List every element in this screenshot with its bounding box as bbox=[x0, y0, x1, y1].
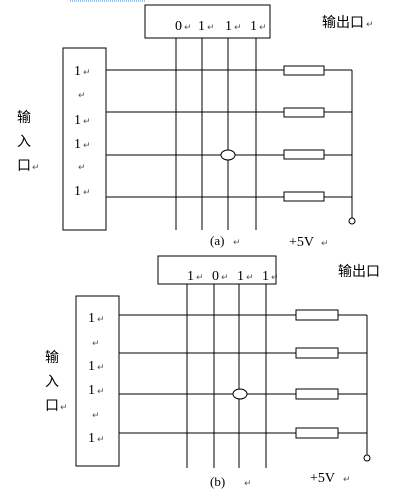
output-bit-b-1: 1 bbox=[187, 269, 194, 284]
output-bit-a-1: 0 bbox=[175, 19, 182, 34]
caption-a: (a) bbox=[210, 233, 224, 248]
output-port-label-a: 输出口 bbox=[322, 15, 364, 31]
resistor-a-2 bbox=[283, 107, 325, 118]
input-bit-a-3: 1 bbox=[74, 113, 81, 128]
output-port-box-a bbox=[144, 4, 271, 39]
input-port-label-a-2: 入 bbox=[17, 134, 31, 150]
output-port-label-b: 输出口 bbox=[338, 264, 380, 280]
input-bit-a-6: 1 bbox=[74, 184, 81, 199]
svg-text:↵: ↵ bbox=[246, 273, 254, 283]
input-port-label-b-3: 口 bbox=[45, 398, 59, 414]
svg-text:↵: ↵ bbox=[97, 387, 105, 397]
svg-text:↵: ↵ bbox=[321, 239, 329, 249]
svg-text:↵: ↵ bbox=[83, 188, 91, 198]
svg-text:↵: ↵ bbox=[343, 475, 351, 485]
input-bit-a-4: 1 bbox=[74, 137, 81, 152]
output-bit-a-4: 1 bbox=[250, 19, 257, 34]
supply-label-a: +5V bbox=[289, 235, 314, 250]
input-port-label-b-2: 入 bbox=[45, 374, 59, 390]
resistor-a-3 bbox=[283, 149, 325, 160]
supply-terminal-b bbox=[363, 454, 371, 462]
svg-text:↵: ↵ bbox=[259, 23, 267, 33]
svg-text:↵: ↵ bbox=[60, 403, 68, 413]
pressed-key-marker-a bbox=[220, 149, 236, 161]
svg-text:↵: ↵ bbox=[221, 273, 229, 283]
output-bit-b-3: 1 bbox=[237, 269, 244, 284]
supply-terminal-a bbox=[348, 217, 356, 225]
input-port-label-b-1: 输 bbox=[45, 350, 59, 366]
output-bit-a-3: 1 bbox=[225, 19, 232, 34]
svg-text:↵: ↵ bbox=[97, 435, 105, 445]
resistor-a-4 bbox=[283, 191, 325, 202]
svg-text:↵: ↵ bbox=[184, 23, 192, 33]
svg-text:↵: ↵ bbox=[78, 91, 86, 101]
caption-b: (b) bbox=[210, 474, 225, 489]
svg-text:↵: ↵ bbox=[32, 163, 40, 173]
diagram-b: 1 0 1 1 ↵ ↵ ↵ ↵ 输出口 1 1 1 1 ↵ ↵ ↵ ↵ ↵ ↵ 输 入 口… bbox=[45, 255, 380, 489]
input-port-box-a bbox=[62, 47, 107, 231]
svg-text:↵: ↵ bbox=[244, 479, 252, 489]
resistor-b-2 bbox=[295, 347, 339, 359]
svg-text:↵: ↵ bbox=[207, 23, 215, 33]
input-bit-b-6: 1 bbox=[88, 431, 95, 446]
output-bit-b-4: 1 bbox=[262, 269, 269, 284]
svg-text:↵: ↵ bbox=[97, 315, 105, 325]
resistor-b-1 bbox=[295, 309, 339, 321]
output-bit-a-2: 1 bbox=[198, 19, 205, 34]
svg-text:↵: ↵ bbox=[196, 273, 204, 283]
svg-text:↵: ↵ bbox=[271, 273, 279, 283]
input-bit-b-3: 1 bbox=[88, 359, 95, 374]
svg-text:↵: ↵ bbox=[92, 411, 100, 421]
input-bit-b-1: 1 bbox=[88, 311, 95, 326]
diagram-a: 0 1 1 1 ↵ ↵ ↵ ↵ 输出口 ↵ 1 1 1 1 ↵ ↵ ↵ ↵ ↵ ↵ 输 入… bbox=[17, 4, 374, 250]
supply-label-b: +5V bbox=[310, 471, 335, 486]
svg-text:↵: ↵ bbox=[97, 363, 105, 373]
svg-text:↵: ↵ bbox=[83, 141, 91, 151]
svg-text:↵: ↵ bbox=[78, 163, 86, 173]
resistor-b-3 bbox=[295, 388, 339, 400]
resistor-a-1 bbox=[283, 65, 325, 76]
input-port-label-a-3: 口 bbox=[17, 158, 31, 174]
input-port-box-b bbox=[75, 295, 120, 467]
input-bit-a-1: 1 bbox=[74, 64, 81, 79]
resistor-b-4 bbox=[295, 427, 339, 439]
svg-text:↵: ↵ bbox=[83, 68, 91, 78]
pressed-key-marker-b bbox=[232, 388, 248, 400]
svg-text:↵: ↵ bbox=[366, 20, 374, 30]
input-bit-b-4: 1 bbox=[88, 383, 95, 398]
svg-text:↵: ↵ bbox=[234, 23, 242, 33]
svg-text:↵: ↵ bbox=[83, 117, 91, 127]
input-port-label-a-1: 输 bbox=[17, 110, 31, 126]
output-port-box-b bbox=[157, 255, 277, 285]
svg-text:↵: ↵ bbox=[233, 238, 241, 248]
output-bit-b-2: 0 bbox=[212, 269, 219, 284]
svg-text:↵: ↵ bbox=[92, 339, 100, 349]
